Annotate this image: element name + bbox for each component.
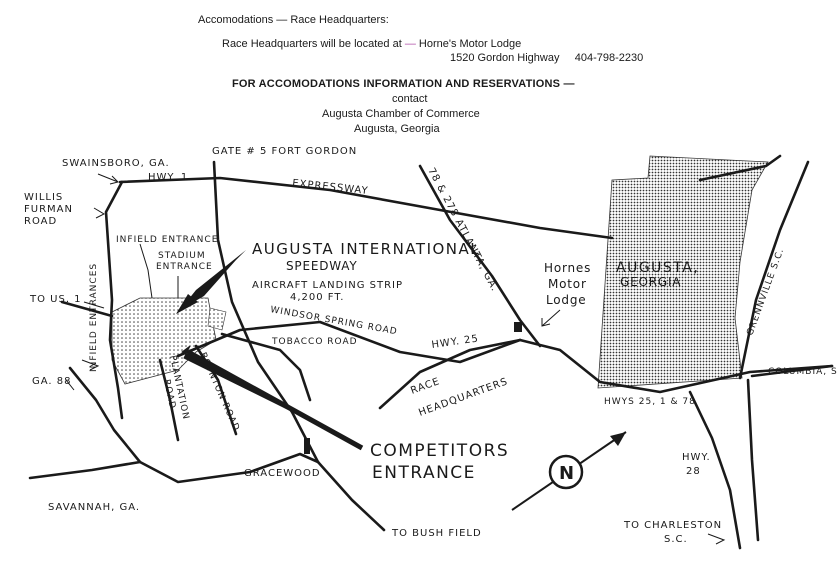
savannah-label: SAVANNAH, GA. [48, 502, 140, 513]
augusta-label-2: GEORGIA [620, 275, 681, 289]
chamber-city: Augusta, Georgia [354, 123, 440, 135]
tobacco-road [220, 332, 312, 402]
competitors-arrow-line [186, 349, 364, 451]
hq-name: Horne's Motor Lodge [418, 38, 522, 50]
landing-strip [207, 307, 227, 331]
grennville-road [738, 160, 810, 380]
hwy28-road [688, 390, 742, 550]
augusta-label-1: AUGUSTA, [616, 260, 699, 276]
augusta-city-area [597, 155, 769, 389]
gate5-label: GATE # 5 FORT GORDON [212, 146, 357, 157]
willis-pointer [93, 207, 106, 219]
hq-address-line: 1520 Gordon Highway 404-798-2230 [450, 52, 643, 64]
willis-label-1: WILLIS [24, 192, 63, 203]
expressway-label: EXPRESSWAY [292, 178, 369, 197]
north-label: N [559, 463, 574, 484]
columbia-road [750, 364, 834, 378]
speedway-pointer-head [176, 294, 198, 314]
infield-pointer-lower [81, 359, 100, 371]
speedway-pointer-arrow [180, 250, 246, 310]
strip-label-1: AIRCRAFT LANDING STRIP [252, 280, 403, 291]
hornes-label-2: Motor [548, 277, 587, 291]
race-label-1: RACE [409, 376, 441, 397]
chamber-name: Augusta Chamber of Commerce [322, 108, 480, 120]
augusta-north-road [698, 154, 782, 182]
gracewood-label: GRACEWOOD [244, 468, 321, 479]
willis-label-2: FURMAN [24, 204, 73, 215]
race-hq-road [378, 338, 522, 410]
speedway-area [111, 297, 217, 385]
atlanta-road [418, 164, 542, 348]
charleston-label-2: S.C. [664, 534, 688, 545]
charleston-label-1: TO CHARLESTON [623, 520, 722, 531]
gracewood-marker [304, 438, 310, 454]
hwy28-label-2: 28 [686, 466, 701, 477]
ga88-pointer [65, 379, 75, 391]
hornes-label-3: Lodge [546, 293, 586, 307]
bush-field-label: TO BUSH FIELD [391, 528, 482, 539]
hornes-pointer [541, 309, 561, 327]
hq-prefix: Race Headquarters will be located at [222, 38, 402, 50]
header-title: Accomodations — Race Headquarters: [198, 14, 389, 26]
to-us1-label: TO US. 1 [29, 294, 82, 305]
hq-line: Race Headquarters will be located at — H… [222, 38, 521, 50]
infield-entrance-label: INFIELD ENTRANCE [116, 235, 218, 245]
hornes-label-1: Hornes [544, 261, 591, 275]
atlanta-label: 78 & 278 ATLANTA, GA. [425, 166, 500, 294]
columbia-label: COLUMBIA, S [768, 367, 838, 377]
savannah-road [28, 460, 142, 480]
bush-field-road [316, 460, 386, 532]
stadium-label-2: ENTRANCE [156, 262, 213, 272]
speedway-label-2: SPEEDWAY [286, 259, 357, 273]
competitors-label-1: COMPETITORS [370, 441, 509, 461]
ga88-road [68, 366, 320, 484]
grennville-label: GRENNVILLE S.C. [745, 247, 786, 337]
ga88-label: GA. 88 [32, 376, 72, 387]
infield-entrance-pointer [139, 243, 153, 299]
hq-dash: — [404, 38, 416, 50]
north-compass [511, 431, 627, 511]
tobacco-label: TOBACCO ROAD [271, 337, 358, 347]
competitors-label-2: ENTRANCE [372, 463, 476, 483]
plantation-road [158, 358, 180, 442]
expressway-road [118, 176, 614, 240]
windsor-label: WINDSOR SPRING ROAD [269, 305, 398, 337]
boynton-road [194, 344, 238, 436]
hwys-label: HWYS 25, 1 & 78 [604, 397, 696, 407]
hwy1-label: HWY. 1 [148, 172, 188, 183]
stadium-label-1: STADIUM [158, 251, 206, 261]
to-us1-road [60, 300, 114, 318]
charleston-pointer [707, 533, 726, 545]
infield-entrances-label: INFIELD ENTRANCES [89, 263, 99, 372]
boynton-label: BOYNTON ROAD [197, 351, 241, 433]
charleston-road [746, 378, 760, 542]
gate5-road [212, 160, 320, 464]
hwy28-label-1: HWY. [682, 452, 711, 463]
hq-address: 1520 Gordon Highway [450, 52, 560, 64]
strip-label-2: 4,200 FT. [290, 292, 344, 303]
willis-label-3: ROAD [24, 216, 57, 227]
swainsboro-label: SWAINSBORO, GA. [62, 158, 170, 169]
swainsboro-pointer [97, 173, 119, 185]
info-heading: FOR ACCOMODATIONS INFORMATION AND RESERV… [232, 78, 575, 90]
to-us1-pointer [83, 301, 105, 309]
willis-furman-road [104, 180, 124, 420]
contact-label: contact [392, 93, 428, 105]
hq-phone: 404-798-2230 [574, 52, 644, 64]
hornes-marker [514, 322, 522, 332]
speedway-label-1: AUGUSTA INTERNATIONAL [252, 240, 480, 258]
